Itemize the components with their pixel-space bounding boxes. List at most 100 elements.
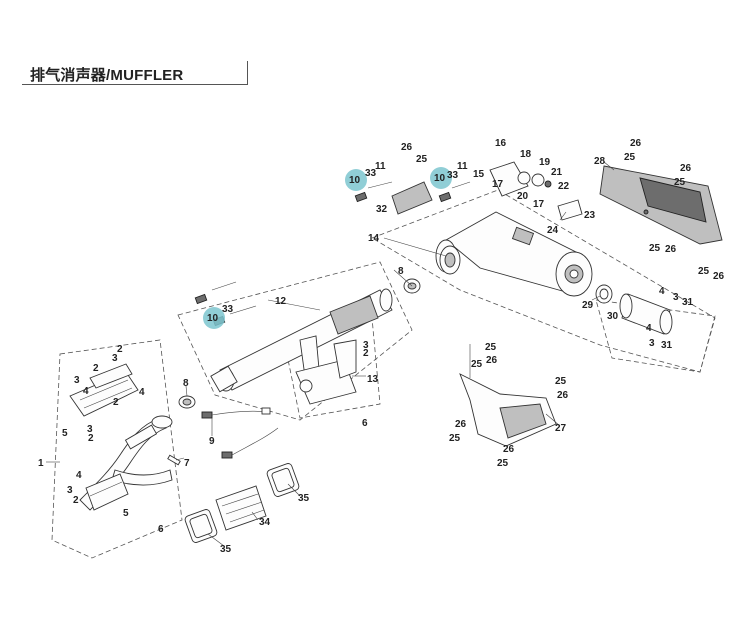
- callout-26: 26: [630, 138, 642, 149]
- callout-25: 25: [449, 433, 461, 444]
- callout-11: 11: [375, 161, 386, 172]
- callout-35: 35: [298, 493, 310, 504]
- callout-2: 2: [113, 397, 119, 408]
- callout-3: 3: [67, 485, 73, 496]
- gasket-flange-muffler: [439, 245, 461, 275]
- callout-4: 4: [646, 323, 652, 334]
- callout-31: 31: [682, 297, 694, 308]
- heat-shield-upper: [69, 363, 139, 417]
- callout-11: 11: [457, 161, 468, 172]
- inlet-pipe-top: [489, 161, 552, 197]
- callout-32: 32: [376, 204, 388, 215]
- callout-8: 8: [183, 378, 189, 389]
- callout-5: 5: [62, 428, 68, 439]
- leader-lines: [46, 161, 615, 547]
- title-underline: [22, 84, 248, 85]
- callout-21: 21: [551, 167, 563, 178]
- callout-17: 17: [492, 179, 504, 190]
- bracket-23: [557, 199, 583, 221]
- callout-3: 3: [673, 292, 679, 303]
- gasket-29: [595, 284, 613, 304]
- group-box-mid-pipe: [177, 261, 413, 421]
- gasket-8-left: [178, 395, 196, 409]
- highlight-marker: [430, 167, 452, 189]
- callout-1: 1: [38, 458, 44, 469]
- callout-26: 26: [665, 244, 677, 255]
- highlight-marker: [203, 307, 225, 329]
- callout-26: 26: [557, 390, 569, 401]
- callout-26: 26: [401, 142, 413, 153]
- callout-10: 10: [349, 175, 361, 186]
- highlight-marker: [345, 169, 367, 191]
- callout-26: 26: [680, 163, 692, 174]
- callout-26: 26: [486, 355, 498, 366]
- callout-35: 35: [220, 544, 232, 555]
- clamp-sensor-7: [167, 454, 181, 466]
- callout-12: 12: [275, 296, 287, 307]
- callout-28: 28: [594, 156, 606, 167]
- hanger-bracket-32: [391, 181, 433, 215]
- callout-34: 34: [259, 517, 271, 528]
- callout-15: 15: [473, 169, 485, 180]
- callout-33: 33: [447, 170, 459, 181]
- group-box-tip: [595, 299, 716, 373]
- callout-24: 24: [547, 225, 559, 236]
- hanger-bolts-top: [354, 181, 471, 203]
- callout-3: 3: [649, 338, 655, 349]
- callout-33: 33: [365, 168, 377, 179]
- callout-2: 2: [88, 433, 94, 444]
- page-title: 排气消声器/MUFFLER: [30, 67, 184, 84]
- callout-7: 7: [184, 458, 190, 469]
- callout-9: 9: [209, 436, 215, 447]
- group-box-front-pipe: [51, 339, 183, 559]
- callout-10: 10: [207, 313, 219, 324]
- callout-17: 17: [533, 199, 545, 210]
- callout-20: 20: [517, 191, 529, 202]
- callout-3: 3: [74, 375, 80, 386]
- callout-27: 27: [555, 423, 567, 434]
- callout-5: 5: [123, 508, 129, 519]
- callout-25: 25: [674, 177, 686, 188]
- callout-3: 3: [363, 340, 369, 351]
- callout-31: 31: [661, 340, 673, 351]
- callout-19: 19: [539, 157, 551, 168]
- callout-25: 25: [497, 458, 509, 469]
- callout-4: 4: [659, 286, 665, 297]
- callout-25: 25: [555, 376, 567, 387]
- callout-6: 6: [362, 418, 368, 429]
- callout-2: 2: [363, 348, 369, 359]
- callout-6: 6: [158, 524, 164, 535]
- callout-10: 10: [434, 173, 446, 184]
- gasket-35: [184, 463, 300, 543]
- callout-26: 26: [503, 444, 515, 455]
- callout-25: 25: [698, 266, 710, 277]
- callout-25: 25: [485, 342, 497, 353]
- muffler-heat-cover: [599, 165, 723, 245]
- callout-3: 3: [112, 353, 118, 364]
- mount-bracket-13: [295, 339, 357, 405]
- heat-shield-34: [215, 485, 267, 531]
- callout-30: 30: [607, 311, 619, 322]
- callout-26: 26: [713, 271, 725, 282]
- callout-13: 13: [367, 374, 379, 385]
- title-divider: [247, 61, 248, 85]
- callout-25: 25: [416, 154, 428, 165]
- callout-2: 2: [117, 344, 123, 355]
- callout-18: 18: [520, 149, 532, 160]
- callout-4: 4: [76, 470, 82, 481]
- callout-4: 4: [139, 387, 145, 398]
- tail-pipe-30: [619, 293, 673, 335]
- callout-4: 4: [83, 386, 89, 397]
- callout-33: 33: [222, 304, 234, 315]
- callout-2: 2: [93, 363, 99, 374]
- callout-labels: 1 2 2 2 2 2 2 3 3 3 3 3 3 3 4 4 4 4 4 5 …: [38, 138, 725, 555]
- title-block: 排气消声器/MUFFLER: [0, 0, 746, 100]
- callout-26: 26: [455, 419, 467, 430]
- heat-shield-lower: [85, 473, 129, 511]
- callout-2: 2: [73, 495, 79, 506]
- callout-3: 3: [87, 424, 93, 435]
- callout-29: 29: [582, 300, 594, 311]
- callout-25: 25: [649, 243, 661, 254]
- callout-14: 14: [368, 233, 380, 244]
